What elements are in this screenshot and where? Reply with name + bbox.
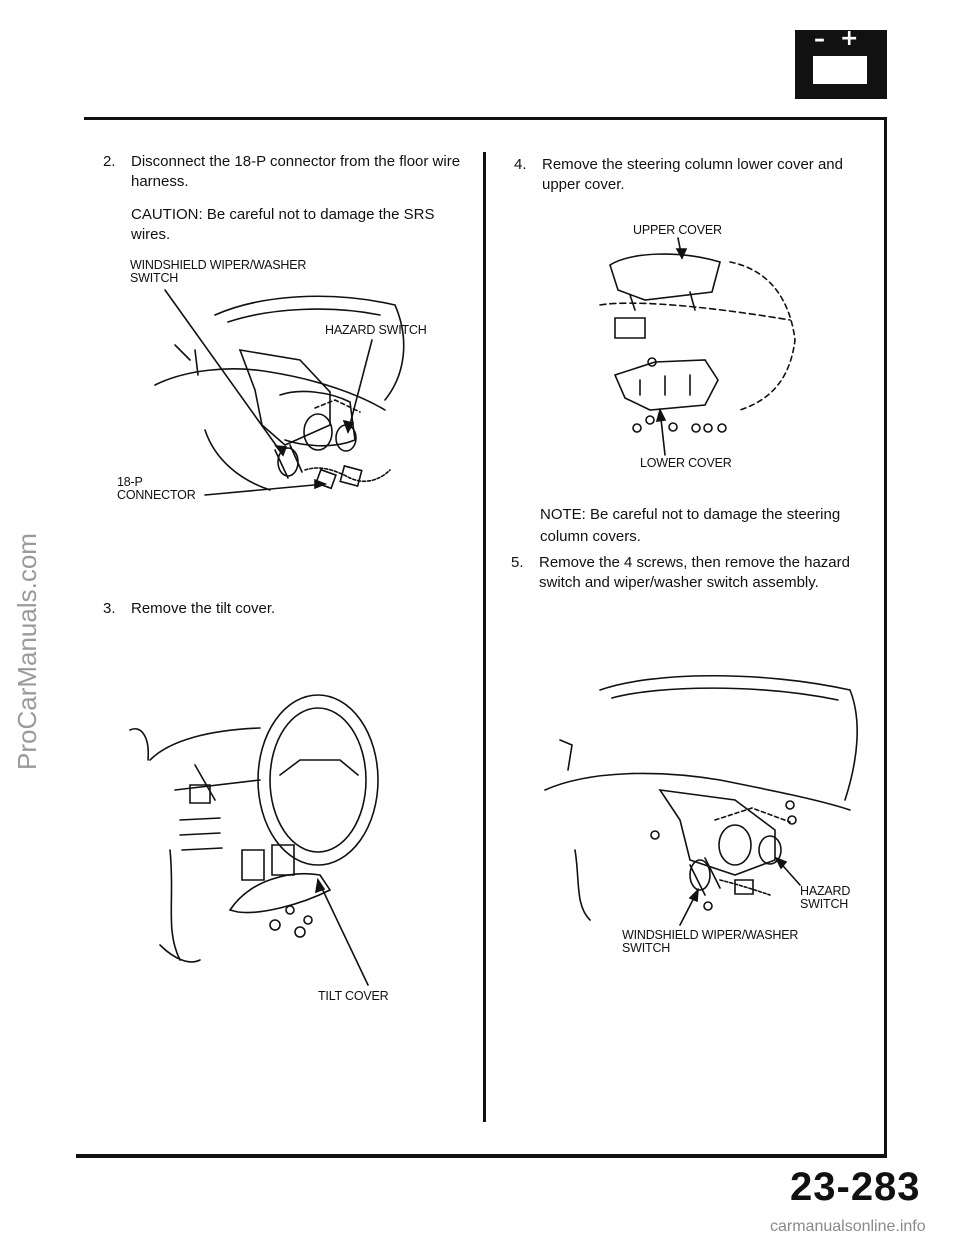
- figure-tilt-cover: [120, 680, 480, 980]
- step-5-text: Remove the 4 screws, then remove the haz…: [539, 554, 850, 591]
- fig2-tilt-cover-label: TILT COVER: [318, 989, 389, 1003]
- frame-bottom-rule: [76, 1154, 887, 1158]
- step-4-number: 4.: [514, 156, 527, 173]
- step-4-note: NOTE: Be careful not to damage the steer…: [540, 506, 841, 545]
- fig1-wiper-label-line2: SWITCH: [130, 271, 179, 285]
- fig4-hazard-label-line1: HAZARD: [800, 884, 851, 898]
- step-4: 4. Remove the steering column lower cove…: [514, 155, 874, 195]
- step-4-text: Remove the steering column lower cover a…: [542, 156, 843, 193]
- step-2-caution: CAUTION: Be careful not to damage the SR…: [131, 206, 435, 243]
- figure-switch-assembly: [540, 670, 880, 930]
- step-3-number: 3.: [103, 600, 116, 617]
- column-divider: [483, 152, 486, 1122]
- figure-column-covers: [590, 235, 800, 455]
- step-2-text: Disconnect the 18-P connector from the f…: [131, 153, 461, 190]
- page-number: 23-283: [790, 1165, 921, 1209]
- fig3-lower-cover-label: LOWER COVER: [640, 456, 732, 470]
- watermark-bottom: carmanualsonline.info: [770, 1218, 926, 1235]
- step-5: 5. Remove the 4 screws, then remove the …: [511, 553, 876, 593]
- fig4-wiper-label-line2: SWITCH: [622, 941, 671, 955]
- step-3: 3. Remove the tilt cover.: [103, 599, 463, 619]
- fig1-connector-label-line1: 18-P: [117, 475, 143, 489]
- fig1-wiper-label-line1: WINDSHIELD WIPER/WASHER: [130, 258, 307, 272]
- step-5-number: 5.: [511, 554, 524, 571]
- fig4-wiper-label-line1: WINDSHIELD WIPER/WASHER: [622, 928, 799, 942]
- frame-top-rule: [84, 117, 887, 120]
- watermark-side: ProCarManuals.com: [12, 533, 42, 770]
- figure-hazard-switch-connector: [140, 285, 480, 525]
- fig3-upper-cover-label: UPPER COVER: [633, 223, 722, 237]
- fig1-connector-label-line2: CONNECTOR: [117, 488, 196, 502]
- frame-right-rule: [884, 117, 887, 1157]
- step-2-number: 2.: [103, 153, 116, 170]
- step-2: 2. Disconnect the 18-P connector from th…: [103, 152, 463, 192]
- battery-icon: –+: [795, 26, 887, 99]
- fig4-hazard-label-line2: SWITCH: [800, 897, 849, 911]
- step-3-text: Remove the tilt cover.: [131, 600, 276, 617]
